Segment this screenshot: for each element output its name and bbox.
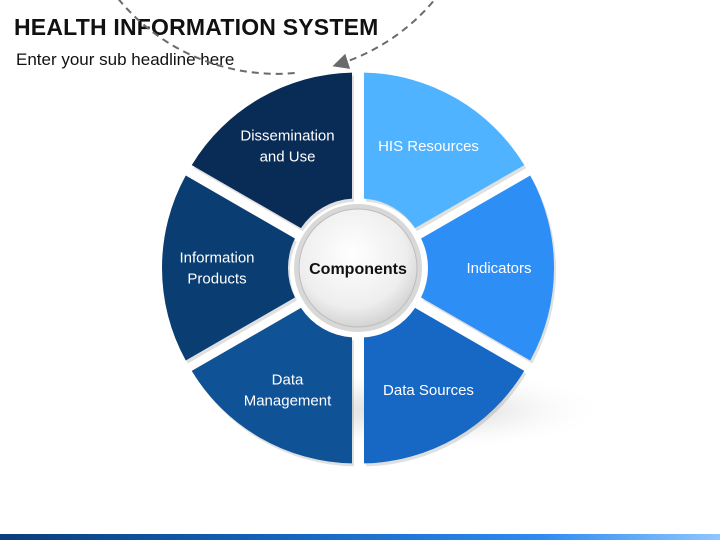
- segment-data-sources: [363, 307, 525, 464]
- segment-indicators: [421, 175, 555, 361]
- dashed-cycle-ring: [118, 0, 436, 75]
- segment-label-indicators: Indicators: [466, 260, 531, 277]
- segment-label-line: Information: [179, 250, 254, 267]
- center-hub-label: Components: [309, 261, 407, 278]
- segment-label-dissemination-and-use: Dissemination and Use: [240, 127, 334, 165]
- center-hub: Components: [294, 204, 422, 332]
- bottom-accent-bar: [0, 534, 720, 540]
- segment-label-line: HIS Resources: [378, 138, 479, 155]
- page-title: HEALTH INFORMATION SYSTEM: [14, 14, 379, 40]
- segment-label-line: Dissemination: [240, 127, 334, 144]
- segment-label-line: Data Sources: [383, 382, 474, 399]
- segment-label-line: Products: [187, 271, 246, 288]
- segment-label-line: Data: [272, 372, 304, 389]
- segments-group: [162, 72, 557, 467]
- segment-information-products: [162, 175, 295, 361]
- cycle-arrow-path: [118, 0, 436, 75]
- segment-label-line: Indicators: [466, 260, 531, 277]
- page-subtitle: Enter your sub headline here: [16, 50, 235, 69]
- segment-his-resources: [363, 72, 525, 229]
- segment-label-his-resources: HIS Resources: [378, 138, 479, 155]
- segment-dissemination-and-use: [191, 72, 353, 229]
- segment-data-management: [191, 307, 353, 464]
- segment-label-data-sources: Data Sources: [383, 382, 474, 399]
- segment-label-line: and Use: [260, 148, 316, 165]
- segment-label-line: Management: [244, 393, 332, 410]
